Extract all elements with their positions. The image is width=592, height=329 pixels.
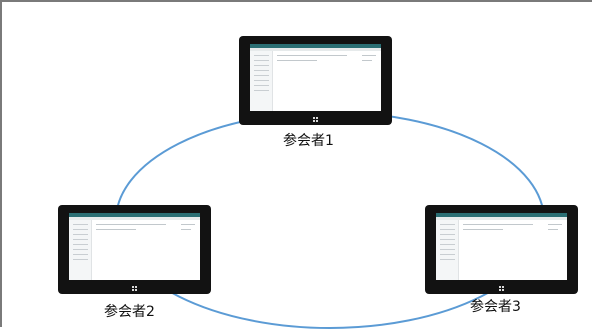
tablet-participant-3 [425, 205, 578, 294]
app-toolbar [436, 217, 567, 220]
windows-logo-icon [499, 286, 504, 291]
app-title-bar [250, 44, 381, 48]
tablet-participant-2 [58, 205, 211, 294]
app-sidebar [436, 220, 459, 280]
app-sidebar [69, 220, 92, 280]
participant-label-2: 参会者2 [104, 304, 155, 320]
windows-logo-icon [132, 286, 137, 291]
app-toolbar [250, 48, 381, 51]
app-sidebar [250, 51, 273, 111]
windows-logo-icon [313, 117, 318, 122]
participant-label-3: 参会者3 [470, 299, 521, 315]
tablet-screen [69, 213, 200, 280]
tablet-participant-1 [239, 36, 392, 125]
app-title-bar [436, 213, 567, 217]
app-title-bar [69, 213, 200, 217]
app-toolbar [69, 217, 200, 220]
tablet-screen [250, 44, 381, 111]
participant-label-1: 参会者1 [283, 133, 334, 149]
tablet-screen [436, 213, 567, 280]
